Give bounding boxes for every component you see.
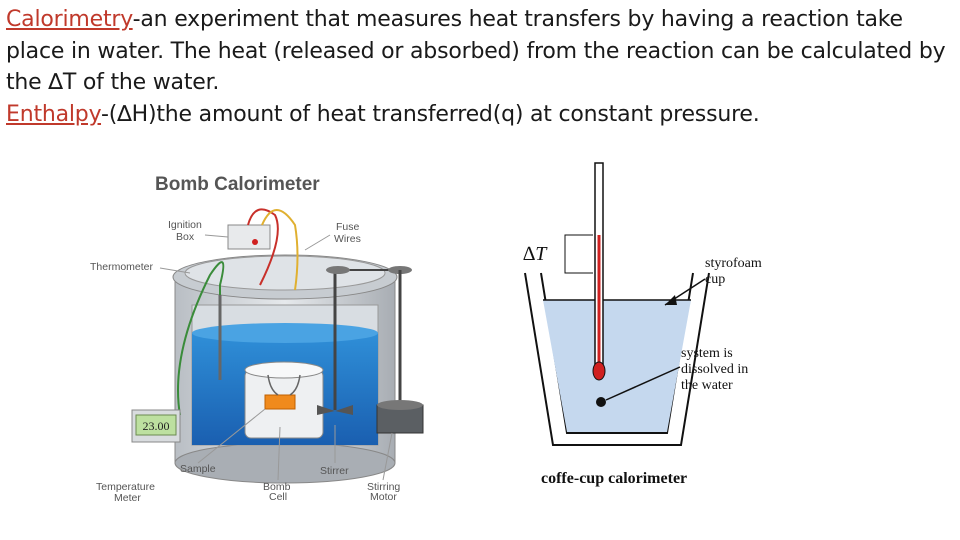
leader-bomb-cell (277, 426, 281, 481)
coffee-cup-caption: coffe-cup calorimeter (541, 470, 687, 487)
label-temp-meter-2: Meter (114, 492, 141, 504)
label-fuse-1: Fuse (336, 221, 360, 233)
leader-ignition (204, 234, 229, 238)
enthalpy-definition: -(∆H)the amount of heat transferred(q) a… (101, 101, 760, 127)
water-surface (192, 323, 378, 343)
stirring-motor-top (377, 400, 423, 410)
vessel-lid-top (184, 255, 386, 291)
label-temp-meter-1: Temperature (96, 481, 155, 493)
label-sample: Sample (180, 463, 216, 475)
calorimetry-term: Calorimetry (6, 7, 133, 32)
label-ignition-2: Box (176, 231, 195, 243)
bomb-title: Bomb Calorimeter (155, 174, 320, 195)
pulley-left (326, 266, 350, 274)
enthalpy-term: Enthalpy (6, 101, 102, 127)
styrofoam-arrowhead (665, 295, 677, 305)
bomb-cell-top (244, 361, 324, 379)
system-label-3: the water (681, 378, 733, 393)
label-bomb-cell-2: Cell (269, 491, 287, 503)
calorimetry-definition: -an experiment that measures heat transf… (6, 7, 946, 95)
ignition-box (227, 224, 271, 250)
ignition-button (252, 239, 258, 245)
sample-cup (264, 394, 296, 410)
coffee-cup-calorimeter-diagram: ∆T styrofoam cup system is dissolved in … (523, 162, 762, 487)
label-thermometer: Thermometer (90, 261, 154, 273)
cup-water (543, 300, 691, 432)
meter-display-value: 23.00 (143, 419, 170, 433)
cup-outer-wall (524, 272, 710, 446)
delta-t-bracket (564, 234, 593, 274)
leader-sample (197, 408, 266, 464)
system-label-1: system is (681, 346, 733, 361)
leader-motor (382, 432, 393, 481)
fuse-wire-inner (267, 374, 301, 396)
system-leader (605, 366, 681, 401)
bomb-calorimeter-diagram: Bomb Calorimeter 23.00 Ignition Box Fuse (90, 174, 424, 504)
meter-display (135, 414, 177, 436)
leader-fuse (304, 234, 331, 251)
thermometer-wire (177, 261, 225, 416)
styrofoam-label-1: styrofoam (705, 256, 762, 271)
system-label-2: dissolved in (681, 362, 748, 377)
ignition-wire-red (247, 208, 279, 286)
ignition-wire-yellow (261, 209, 299, 291)
system-dot (596, 397, 606, 407)
stirrer-blade (317, 405, 353, 415)
label-ignition-1: Ignition (168, 219, 202, 231)
definitions-text: Calorimetry-an experiment that measures … (6, 4, 954, 130)
label-motor-2: Motor (370, 491, 397, 503)
label-stirrer: Stirrer (320, 465, 349, 477)
leader-thermometer (159, 267, 191, 274)
delta-t-label: ∆T (523, 243, 548, 265)
label-fuse-2: Wires (334, 233, 361, 245)
styrofoam-label-2: cup (705, 272, 725, 287)
label-bomb-cell-1: Bomb (263, 481, 291, 493)
thermometer-bulb (592, 361, 606, 381)
label-motor-1: Stirring (367, 481, 400, 493)
